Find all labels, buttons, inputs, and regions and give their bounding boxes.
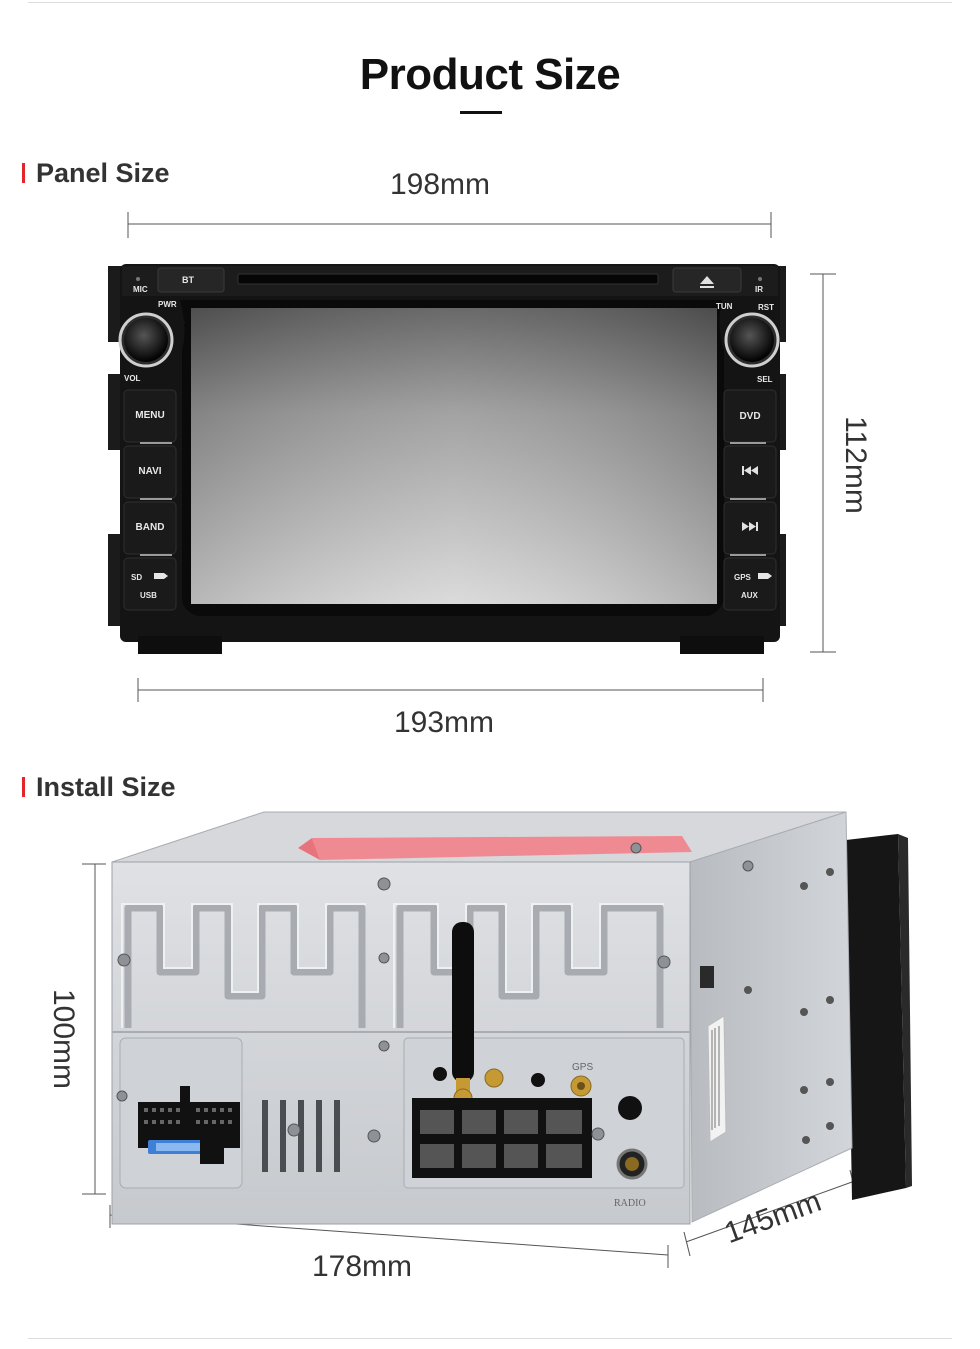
sd-label: SD <box>131 573 142 582</box>
panel-width-top-label: 198mm <box>390 168 491 201</box>
sd-card-icon-right <box>758 573 772 579</box>
top-divider <box>28 2 952 3</box>
menu-button: MENU <box>135 410 164 421</box>
section-install-label: Install Size <box>36 772 176 802</box>
screws <box>116 842 754 1143</box>
panel-top-dimension-line <box>127 212 772 238</box>
sel-label: SEL <box>757 375 773 384</box>
rst-label: RST <box>758 303 774 312</box>
title-underline <box>460 111 502 114</box>
next-track-icon <box>742 522 758 531</box>
mic-label: MIC <box>133 285 148 294</box>
page-title: Product Size <box>359 50 621 99</box>
antenna <box>452 922 474 1108</box>
heatsink-pattern <box>124 904 664 1028</box>
power-connector <box>138 1086 240 1164</box>
vent-slots <box>262 1100 340 1172</box>
vol-label: VOL <box>124 374 141 383</box>
previous-track-icon <box>742 466 758 475</box>
install-height-dimension-line <box>82 863 106 1195</box>
install-width-label: 178mm <box>312 1250 413 1283</box>
section-panel-label: Panel Size <box>36 158 170 188</box>
wiring-harness-connector <box>412 1098 592 1178</box>
ir-label: IR <box>755 285 763 294</box>
aux-label: AUX <box>741 591 759 600</box>
panel-height-dimension-line <box>810 273 836 653</box>
radio-port-label: RADIO <box>614 1198 646 1209</box>
gps-label: GPS <box>734 573 752 582</box>
section-marker <box>22 776 25 797</box>
bt-button: BT <box>182 275 194 285</box>
section-install-size: Install Size <box>22 772 176 803</box>
install-chassis: GPS RADIO <box>111 811 912 1225</box>
navi-button: NAVI <box>138 466 161 477</box>
panel-width-bottom-label: 193mm <box>394 706 495 739</box>
gps-port-label: GPS <box>572 1062 593 1073</box>
panel-bottom-dimension-line <box>137 678 764 702</box>
section-marker <box>22 162 25 183</box>
radio-panel: MIC BT IR PWR TUN RST VOL SEL MENU NAVI … <box>108 264 786 654</box>
install-height-label: 100mm <box>47 988 80 1090</box>
sd-card-icon <box>154 573 168 579</box>
tun-label: TUN <box>716 302 733 311</box>
band-button: BAND <box>136 522 165 533</box>
dvd-button: DVD <box>739 411 760 422</box>
panel-height-label: 112mm <box>839 416 872 514</box>
section-panel-size: Panel Size <box>22 158 170 189</box>
pwr-label: PWR <box>158 300 177 309</box>
usb-label: USB <box>140 591 157 600</box>
bottom-divider <box>28 1338 952 1339</box>
